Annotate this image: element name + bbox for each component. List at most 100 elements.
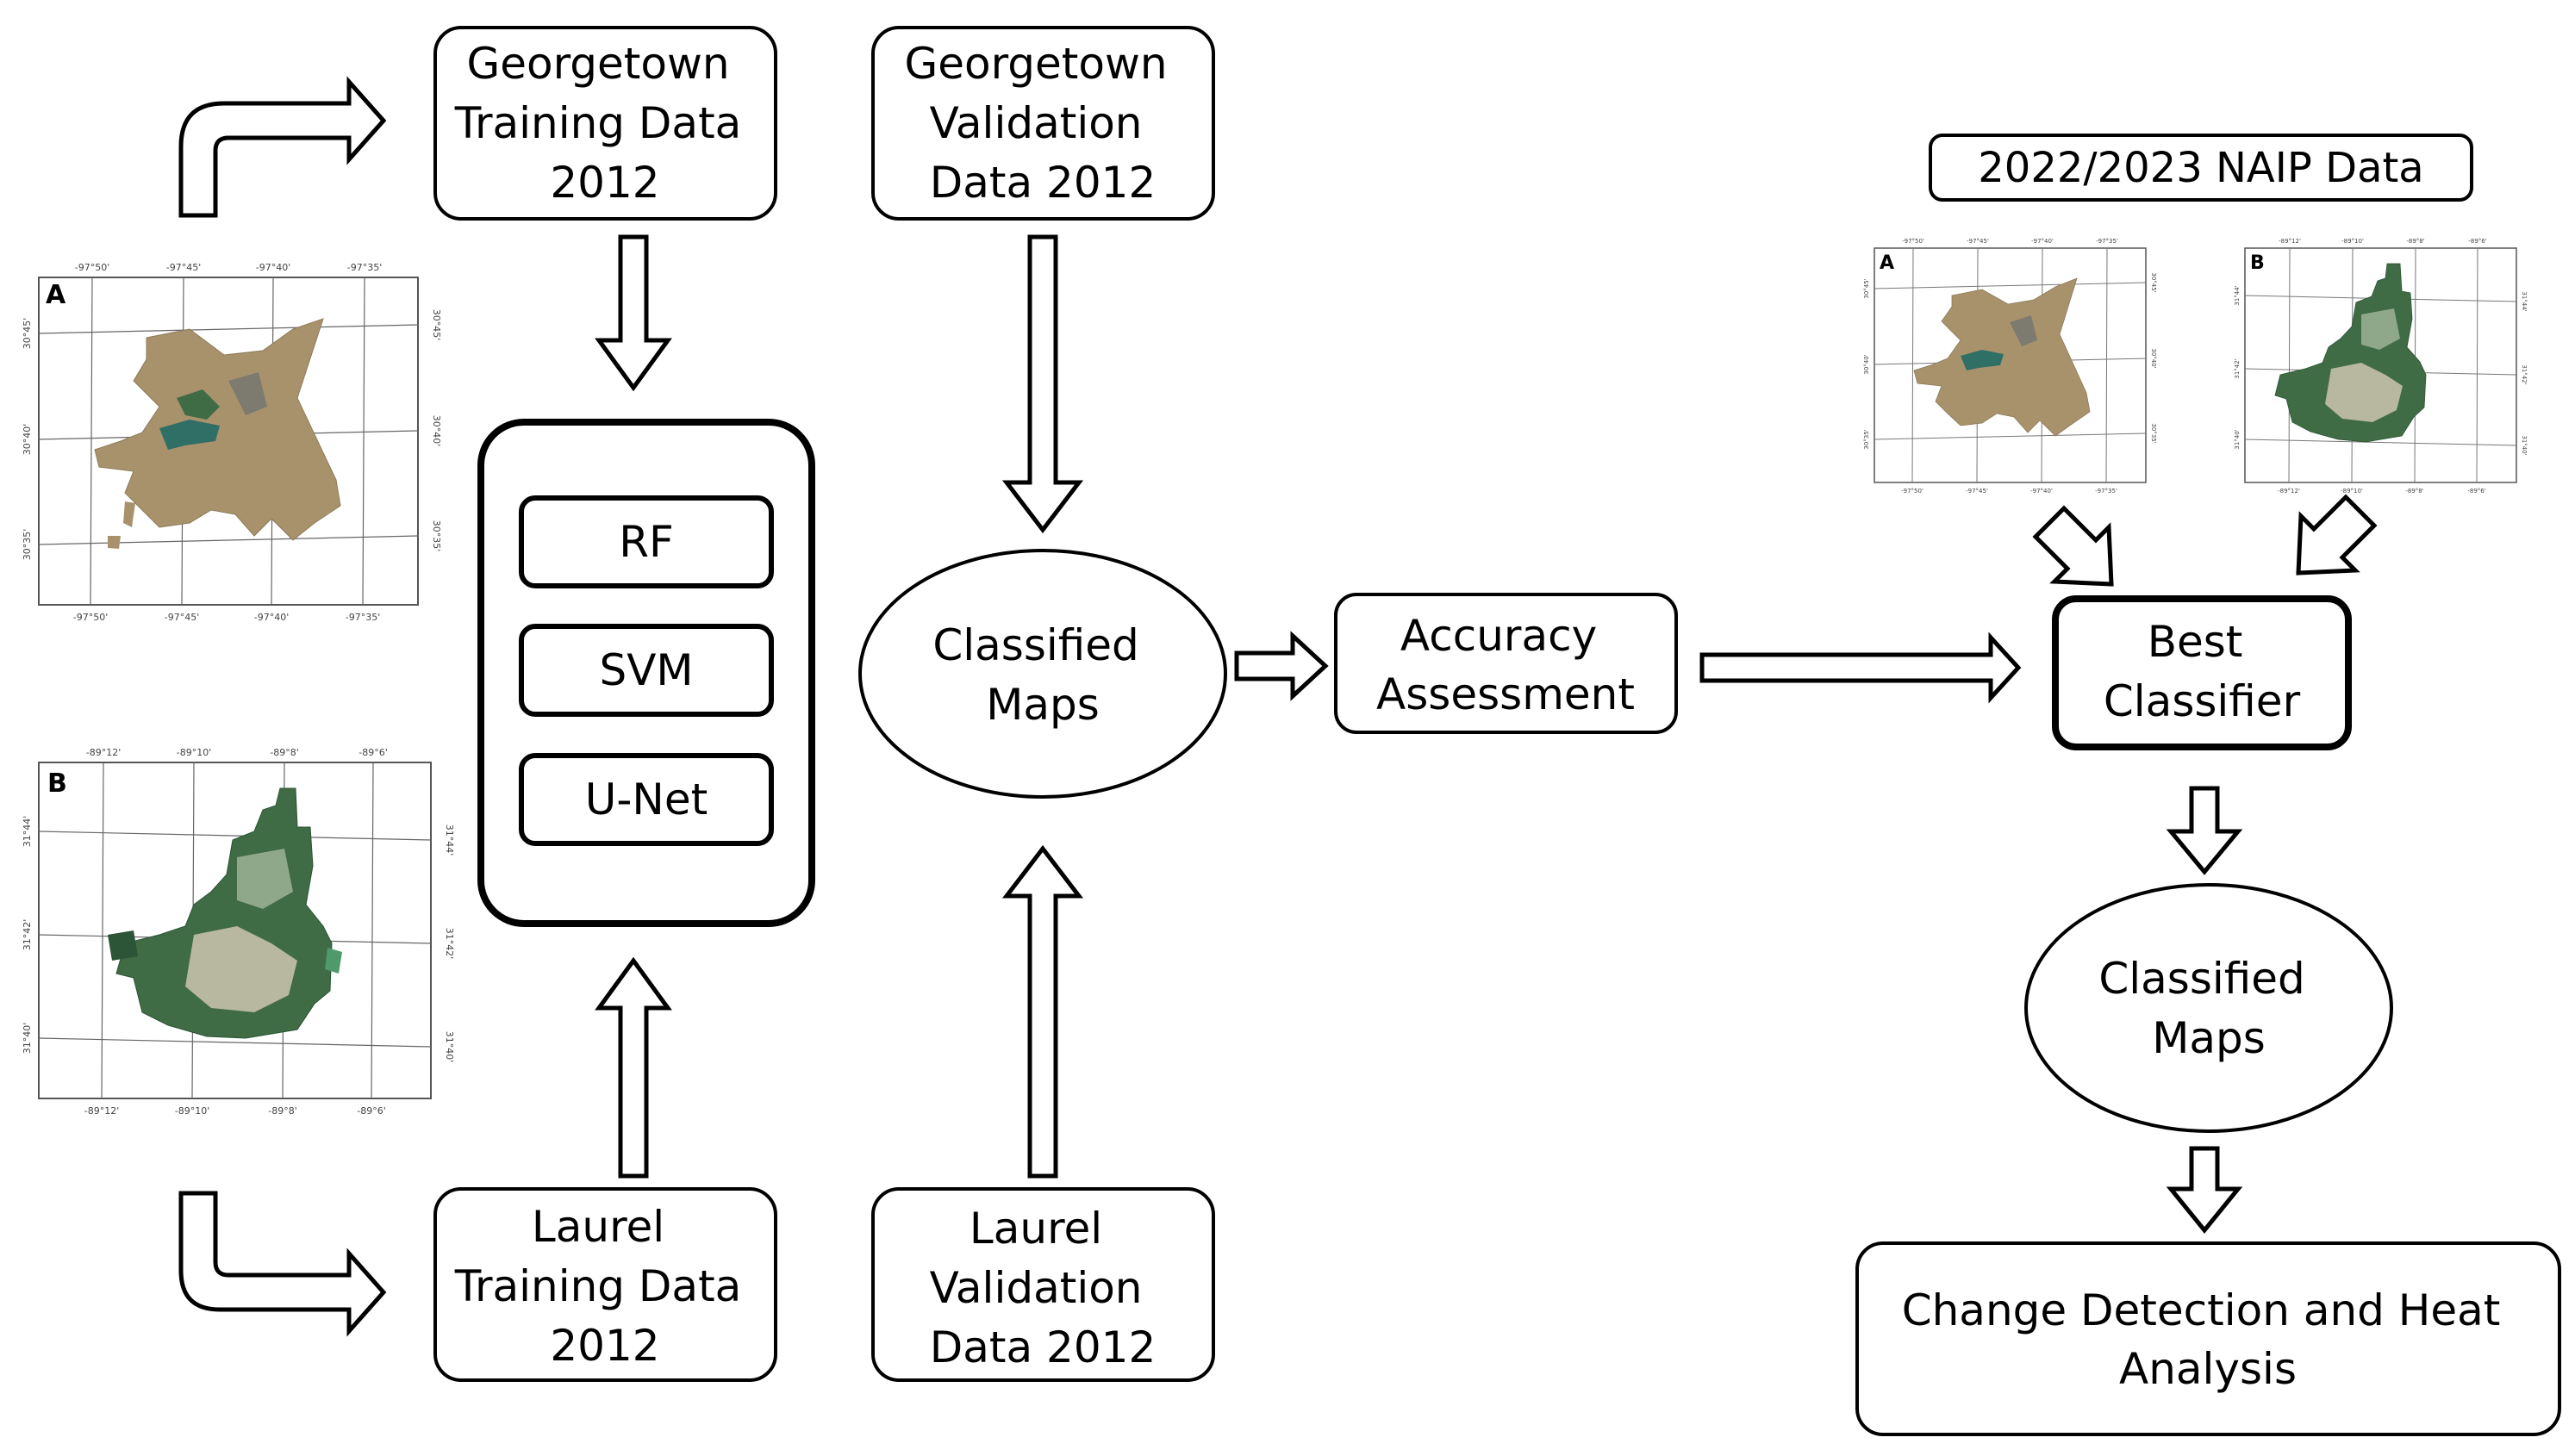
classified-maps-ellipse-1 <box>858 549 1227 799</box>
georgetown-validation-label: Georgetown Validation Data 2012 <box>905 39 1182 208</box>
svg-text:30°40': 30°40' <box>22 424 33 456</box>
svg-text:-97°45': -97°45' <box>1966 488 1988 495</box>
rf-box <box>519 495 774 588</box>
svg-text:-89°10': -89°10' <box>175 1105 210 1117</box>
svg-text:30°35': 30°35' <box>22 529 33 561</box>
svg-text:-97°45': -97°45' <box>1967 238 1989 245</box>
naip-map-georgetown: A -97°50' -97°45' -97°40' -97°35' -97°50… <box>1863 238 2157 495</box>
naip-map-laurel: B -89°12' -89°10' -89°8' -89°6' -89°12' … <box>2234 238 2528 495</box>
svg-text:-89°8': -89°8' <box>270 747 299 758</box>
map-laurel-large: B -89°12' -89°10' -89°8' -89°6' -89°12' … <box>22 747 455 1117</box>
svg-text:-97°50': -97°50' <box>1902 238 1924 245</box>
svg-text:-89°12': -89°12' <box>2278 488 2300 495</box>
arrow-up-laurel-validation <box>1001 844 1084 1179</box>
svg-text:-89°8': -89°8' <box>268 1105 297 1117</box>
svg-text:-97°35': -97°35' <box>2095 488 2117 495</box>
svg-text:30°40': 30°40' <box>431 415 442 447</box>
svg-text:30°40': 30°40' <box>2150 348 2157 368</box>
svg-text:-89°6': -89°6' <box>357 1105 386 1117</box>
arrow-accuracy-to-best <box>1699 632 2022 704</box>
laurel-training-label: Laurel Training Data 2012 <box>454 1202 755 1371</box>
svg-text:-97°40': -97°40' <box>2031 238 2054 245</box>
svg-text:-97°45': -97°45' <box>165 612 200 623</box>
change-detection-label: Change Detection and Heat Analysis <box>1902 1285 2515 1394</box>
svg-text:30°35': 30°35' <box>2150 423 2157 443</box>
classified-maps-ellipse-2 <box>2024 883 2393 1133</box>
arrow-down-georgetown-training <box>595 234 672 392</box>
arrow-naip-b-to-best <box>2296 494 2378 576</box>
svg-text:30°35': 30°35' <box>1863 429 1870 449</box>
laurel-validation-box <box>871 1187 1215 1382</box>
svg-text:-97°45': -97°45' <box>166 262 202 273</box>
unet-box <box>519 753 774 846</box>
svg-text:30°35': 30°35' <box>431 520 442 552</box>
svg-text:-97°35': -97°35' <box>346 612 381 623</box>
svm-label: SVM <box>599 645 693 695</box>
svg-text:-89°12': -89°12' <box>86 747 122 758</box>
svg-text:B: B <box>2250 252 2265 274</box>
svg-text:31°40': 31°40' <box>22 1023 33 1055</box>
accuracy-assessment-label: Accuracy Assessment <box>1376 611 1635 719</box>
svg-text:31°44': 31°44' <box>2234 285 2241 305</box>
svg-text:-97°50': -97°50' <box>75 262 110 273</box>
svg-text:31°44': 31°44' <box>2521 291 2528 311</box>
svg-text:30°45': 30°45' <box>22 318 33 350</box>
svg-text:-89°6': -89°6' <box>2467 488 2485 495</box>
bent-arrow-to-laurel-training <box>178 1191 387 1337</box>
arrow-naip-a-to-best <box>2032 505 2114 587</box>
rf-label: RF <box>619 517 674 567</box>
svg-text:31°42': 31°42' <box>22 919 33 951</box>
svg-text:31°42': 31°42' <box>444 928 455 960</box>
best-classifier-box <box>2052 595 2352 750</box>
svm-box <box>519 624 774 717</box>
svg-text:31°42': 31°42' <box>2234 358 2241 378</box>
georgetown-training-label: Georgetown Training Data 2012 <box>454 39 755 208</box>
svg-text:-97°50': -97°50' <box>73 612 109 623</box>
laurel-validation-label: Laurel Validation Data 2012 <box>930 1204 1157 1372</box>
map-georgetown-large: A -97°50' -97°45' -97°40' -97°35' -97°50… <box>22 262 442 623</box>
svg-text:31°44': 31°44' <box>444 824 455 856</box>
svg-text:-89°6': -89°6' <box>359 747 388 758</box>
svg-text:30°40': 30°40' <box>1863 354 1870 374</box>
svg-text:-89°8': -89°8' <box>2406 238 2424 245</box>
svg-text:-97°40': -97°40' <box>254 612 290 623</box>
svg-text:-89°12': -89°12' <box>84 1105 120 1117</box>
naip-title-label: 2022/2023 NAIP Data <box>1978 144 2423 192</box>
svg-text:-89°10': -89°10' <box>177 747 212 758</box>
laurel-training-box <box>433 1187 777 1382</box>
georgetown-validation-box <box>871 26 1215 221</box>
classified-maps-label-1: Classified Maps <box>932 620 1152 730</box>
svg-text:-97°50': -97°50' <box>1901 488 1923 495</box>
svg-text:-89°10': -89°10' <box>2341 488 2363 495</box>
svg-text:A: A <box>1880 252 1894 274</box>
bent-arrow-to-georgetown-training <box>178 76 387 218</box>
svg-text:31°42': 31°42' <box>2521 364 2528 384</box>
svg-text:-89°6': -89°6' <box>2468 238 2486 245</box>
svg-text:B: B <box>47 768 67 799</box>
svg-text:-89°8': -89°8' <box>2405 488 2423 495</box>
change-detection-box <box>1855 1241 2561 1436</box>
svg-text:30°45': 30°45' <box>431 309 442 341</box>
svg-text:A: A <box>46 280 66 310</box>
svg-text:30°45': 30°45' <box>2150 272 2157 292</box>
accuracy-assessment-box <box>1334 593 1678 734</box>
svg-text:31°44': 31°44' <box>22 816 33 848</box>
svg-text:-97°35': -97°35' <box>347 262 383 273</box>
arrow-maps-to-change <box>2166 1146 2243 1234</box>
svg-text:31°40': 31°40' <box>2521 435 2528 455</box>
arrow-best-to-maps <box>2166 786 2243 875</box>
unet-label: U-Net <box>585 775 708 824</box>
svg-text:-89°10': -89°10' <box>2341 238 2364 245</box>
georgetown-training-box <box>433 26 777 221</box>
best-classifier-label: Best Classifier <box>2104 617 2301 726</box>
classified-maps-label-2: Classified Maps <box>2098 954 2318 1063</box>
svg-text:31°40': 31°40' <box>2234 429 2241 449</box>
svg-text:-89°12': -89°12' <box>2279 238 2301 245</box>
svg-text:30°45': 30°45' <box>1863 278 1870 298</box>
svg-text:-97°35': -97°35' <box>2096 238 2118 245</box>
svg-text:-97°40': -97°40' <box>2030 488 2053 495</box>
svg-text:-97°40': -97°40' <box>256 262 291 273</box>
naip-title-box <box>1929 134 2473 202</box>
arrow-up-laurel-training <box>595 956 672 1179</box>
